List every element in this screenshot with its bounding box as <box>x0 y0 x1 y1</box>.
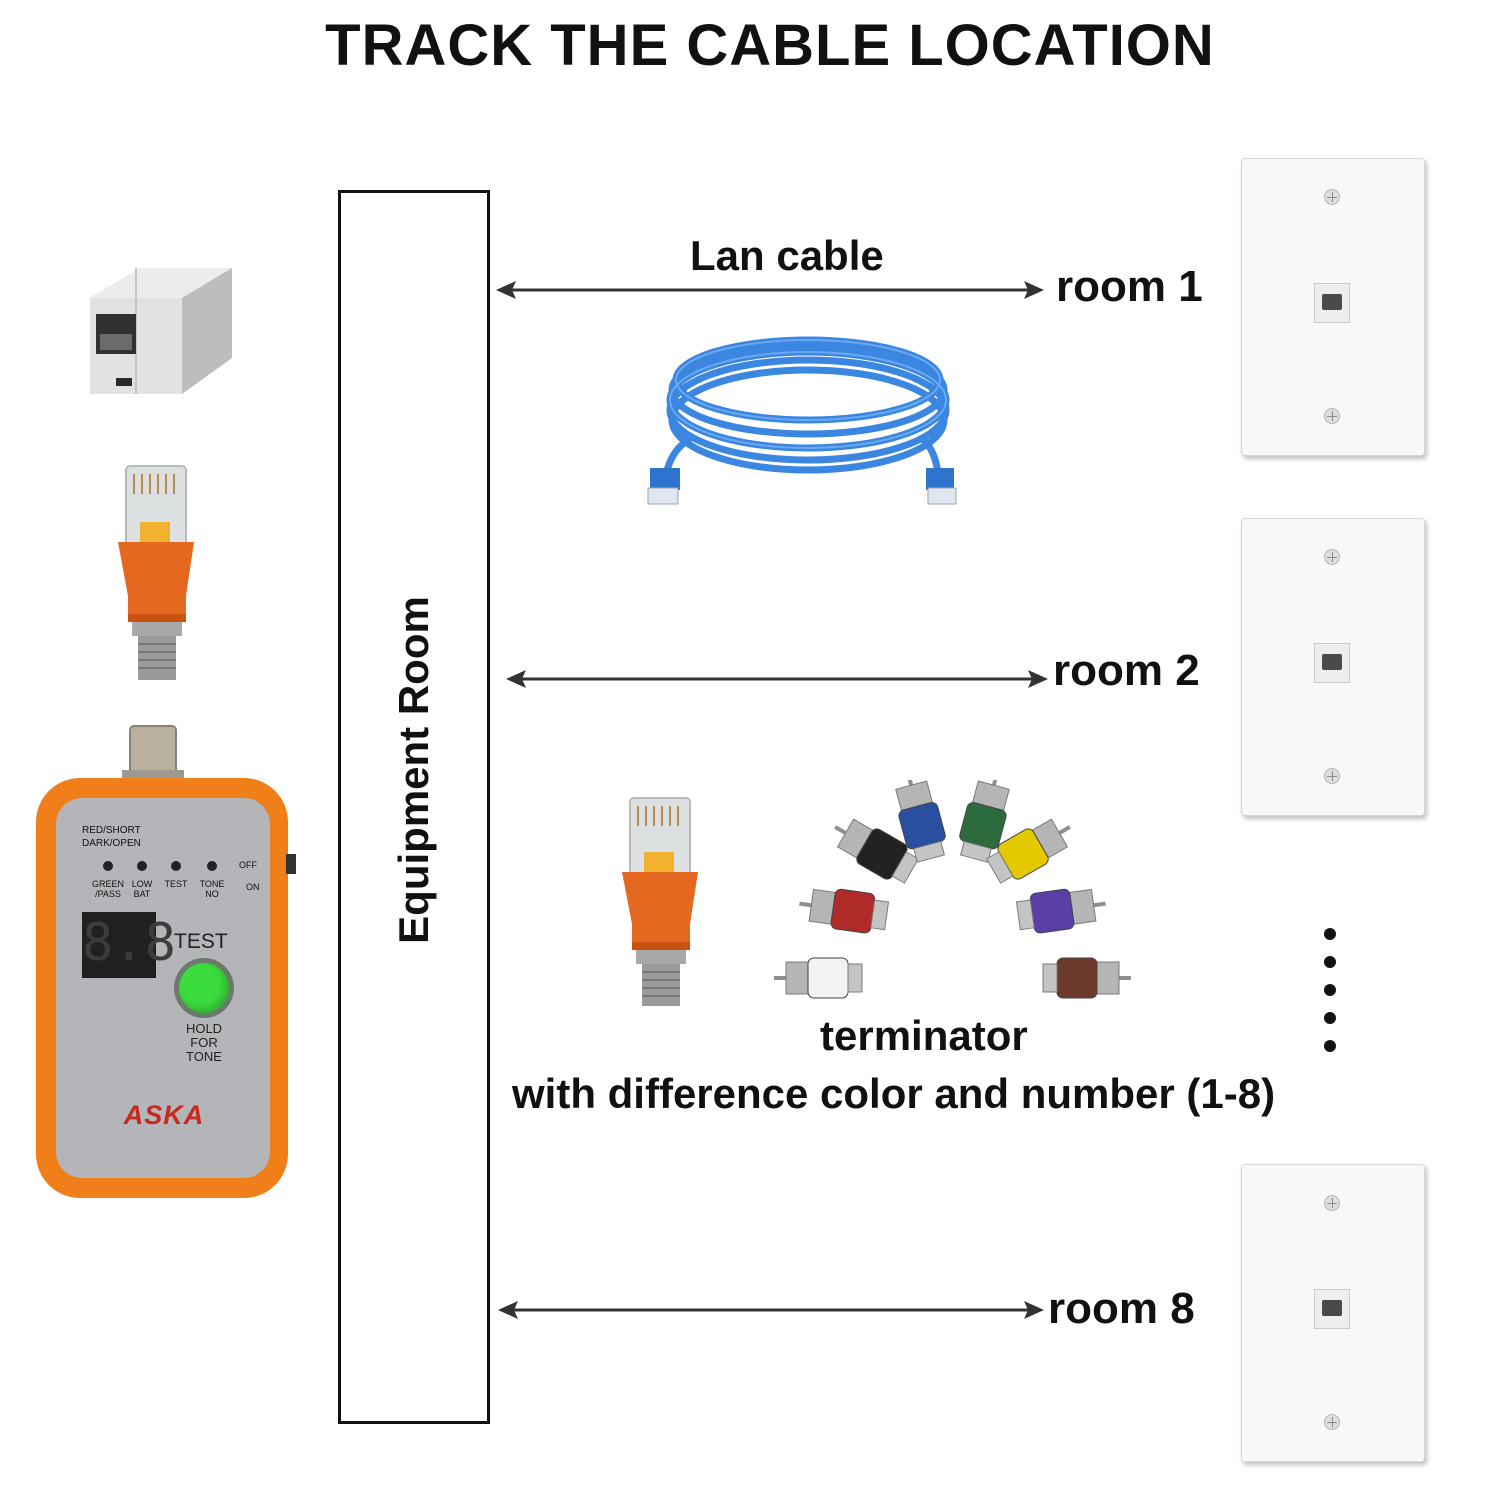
screw-icon <box>1324 768 1340 784</box>
terminator-8-icon <box>1042 957 1131 999</box>
tester-face <box>56 798 270 1178</box>
terminator-label: terminator <box>820 1012 1028 1059</box>
terminator-6-icon <box>985 818 1071 884</box>
switch-on-label: ON <box>246 882 260 892</box>
wall-plate-room-8 <box>1241 1164 1425 1462</box>
status-line-2: DARK/OPEN <box>82 838 141 849</box>
page-title: TRACK THE CABLE LOCATION <box>325 13 1215 78</box>
arrow-room-2-head-left <box>506 670 526 688</box>
room-2-label: room 2 <box>1053 646 1200 695</box>
led-test-icon <box>171 861 181 871</box>
hold-line-2: FOR <box>190 1035 218 1050</box>
test-label: TEST <box>174 930 228 953</box>
led-lowbat-label-1: LOW <box>131 879 153 889</box>
screw-icon <box>1324 549 1340 565</box>
status-line-1: RED/SHORT <box>82 825 141 836</box>
terminator-caption: with difference color and number (1-8) <box>512 1070 1276 1117</box>
rj45-jack-icon <box>1314 283 1350 323</box>
arrow-room-2-head-right <box>1028 670 1048 688</box>
terminator-2-icon <box>799 888 890 934</box>
cable-tester-device: RED/SHORT DARK/OPEN GREEN /PASS LOW BAT … <box>34 724 302 1200</box>
arrow-room-1-head-right <box>1024 281 1044 299</box>
screw-icon <box>1324 189 1340 205</box>
arrow-room-8-head-right <box>1024 1301 1044 1319</box>
tester-body <box>36 725 296 1198</box>
hold-line-3: TONE <box>186 1049 222 1064</box>
room-1-label: room 1 <box>1056 262 1203 311</box>
led-lowbat-icon <box>137 861 147 871</box>
tester-status-text: RED/SHORT DARK/OPEN <box>82 824 141 850</box>
brand-logo: ASKA <box>123 1100 205 1130</box>
led-green-label-1: GREEN <box>91 879 124 889</box>
arrow-room-8-head-left <box>498 1301 518 1319</box>
rj45-jack-icon <box>1314 1289 1350 1329</box>
wall-plate-room-2 <box>1241 518 1425 816</box>
lan-cable-label: Lan cable <box>690 232 884 279</box>
terminator-3-icon <box>834 818 920 884</box>
rj45-coupler-icon <box>90 268 232 394</box>
screw-icon <box>1324 1195 1340 1211</box>
screw-icon <box>1324 1414 1340 1430</box>
screw-icon <box>1324 408 1340 424</box>
switch-off-label: OFF <box>239 860 257 870</box>
terminator-1-icon <box>774 957 863 999</box>
display-digits: 8.8 <box>82 913 176 973</box>
led-tone-label-1: TONE <box>199 879 225 889</box>
seven-segment-display <box>82 912 156 978</box>
hold-for-tone-label: HOLD FOR TONE <box>174 1022 234 1064</box>
terminators-arc <box>774 780 1131 999</box>
led-tone-label: TONE NO <box>196 879 228 899</box>
arrow-room-1-head-left <box>496 281 516 299</box>
lan-cable-coil-icon <box>647 336 957 505</box>
terminator-4-icon <box>895 780 946 863</box>
terminator-7-icon <box>1015 888 1106 934</box>
hold-line-1: HOLD <box>185 1021 223 1036</box>
tone-test-button[interactable] <box>179 963 229 1013</box>
more-rooms-ellipsis-icon <box>1324 928 1336 1052</box>
led-green-label-2: /PASS <box>95 889 121 899</box>
rj45-f-adapter-icon <box>118 465 194 680</box>
led-lowbat-label-2: BAT <box>133 889 151 899</box>
terminator-5-icon <box>959 780 1010 863</box>
room-8-label: room 8 <box>1048 1284 1195 1333</box>
led-green-label: GREEN /PASS <box>88 879 128 899</box>
wall-plate-room-1 <box>1241 158 1425 456</box>
led-test-label: TEST <box>164 879 188 889</box>
led-tone-icon <box>207 861 217 871</box>
led-lowbat-label: LOW BAT <box>126 879 158 899</box>
led-tone-label-2: NO <box>205 889 219 899</box>
led-green-icon <box>103 861 113 871</box>
equipment-room-box <box>338 190 490 1424</box>
rj45-f-adapter-terminator-icon <box>622 797 698 1006</box>
rj45-jack-icon <box>1314 643 1350 683</box>
